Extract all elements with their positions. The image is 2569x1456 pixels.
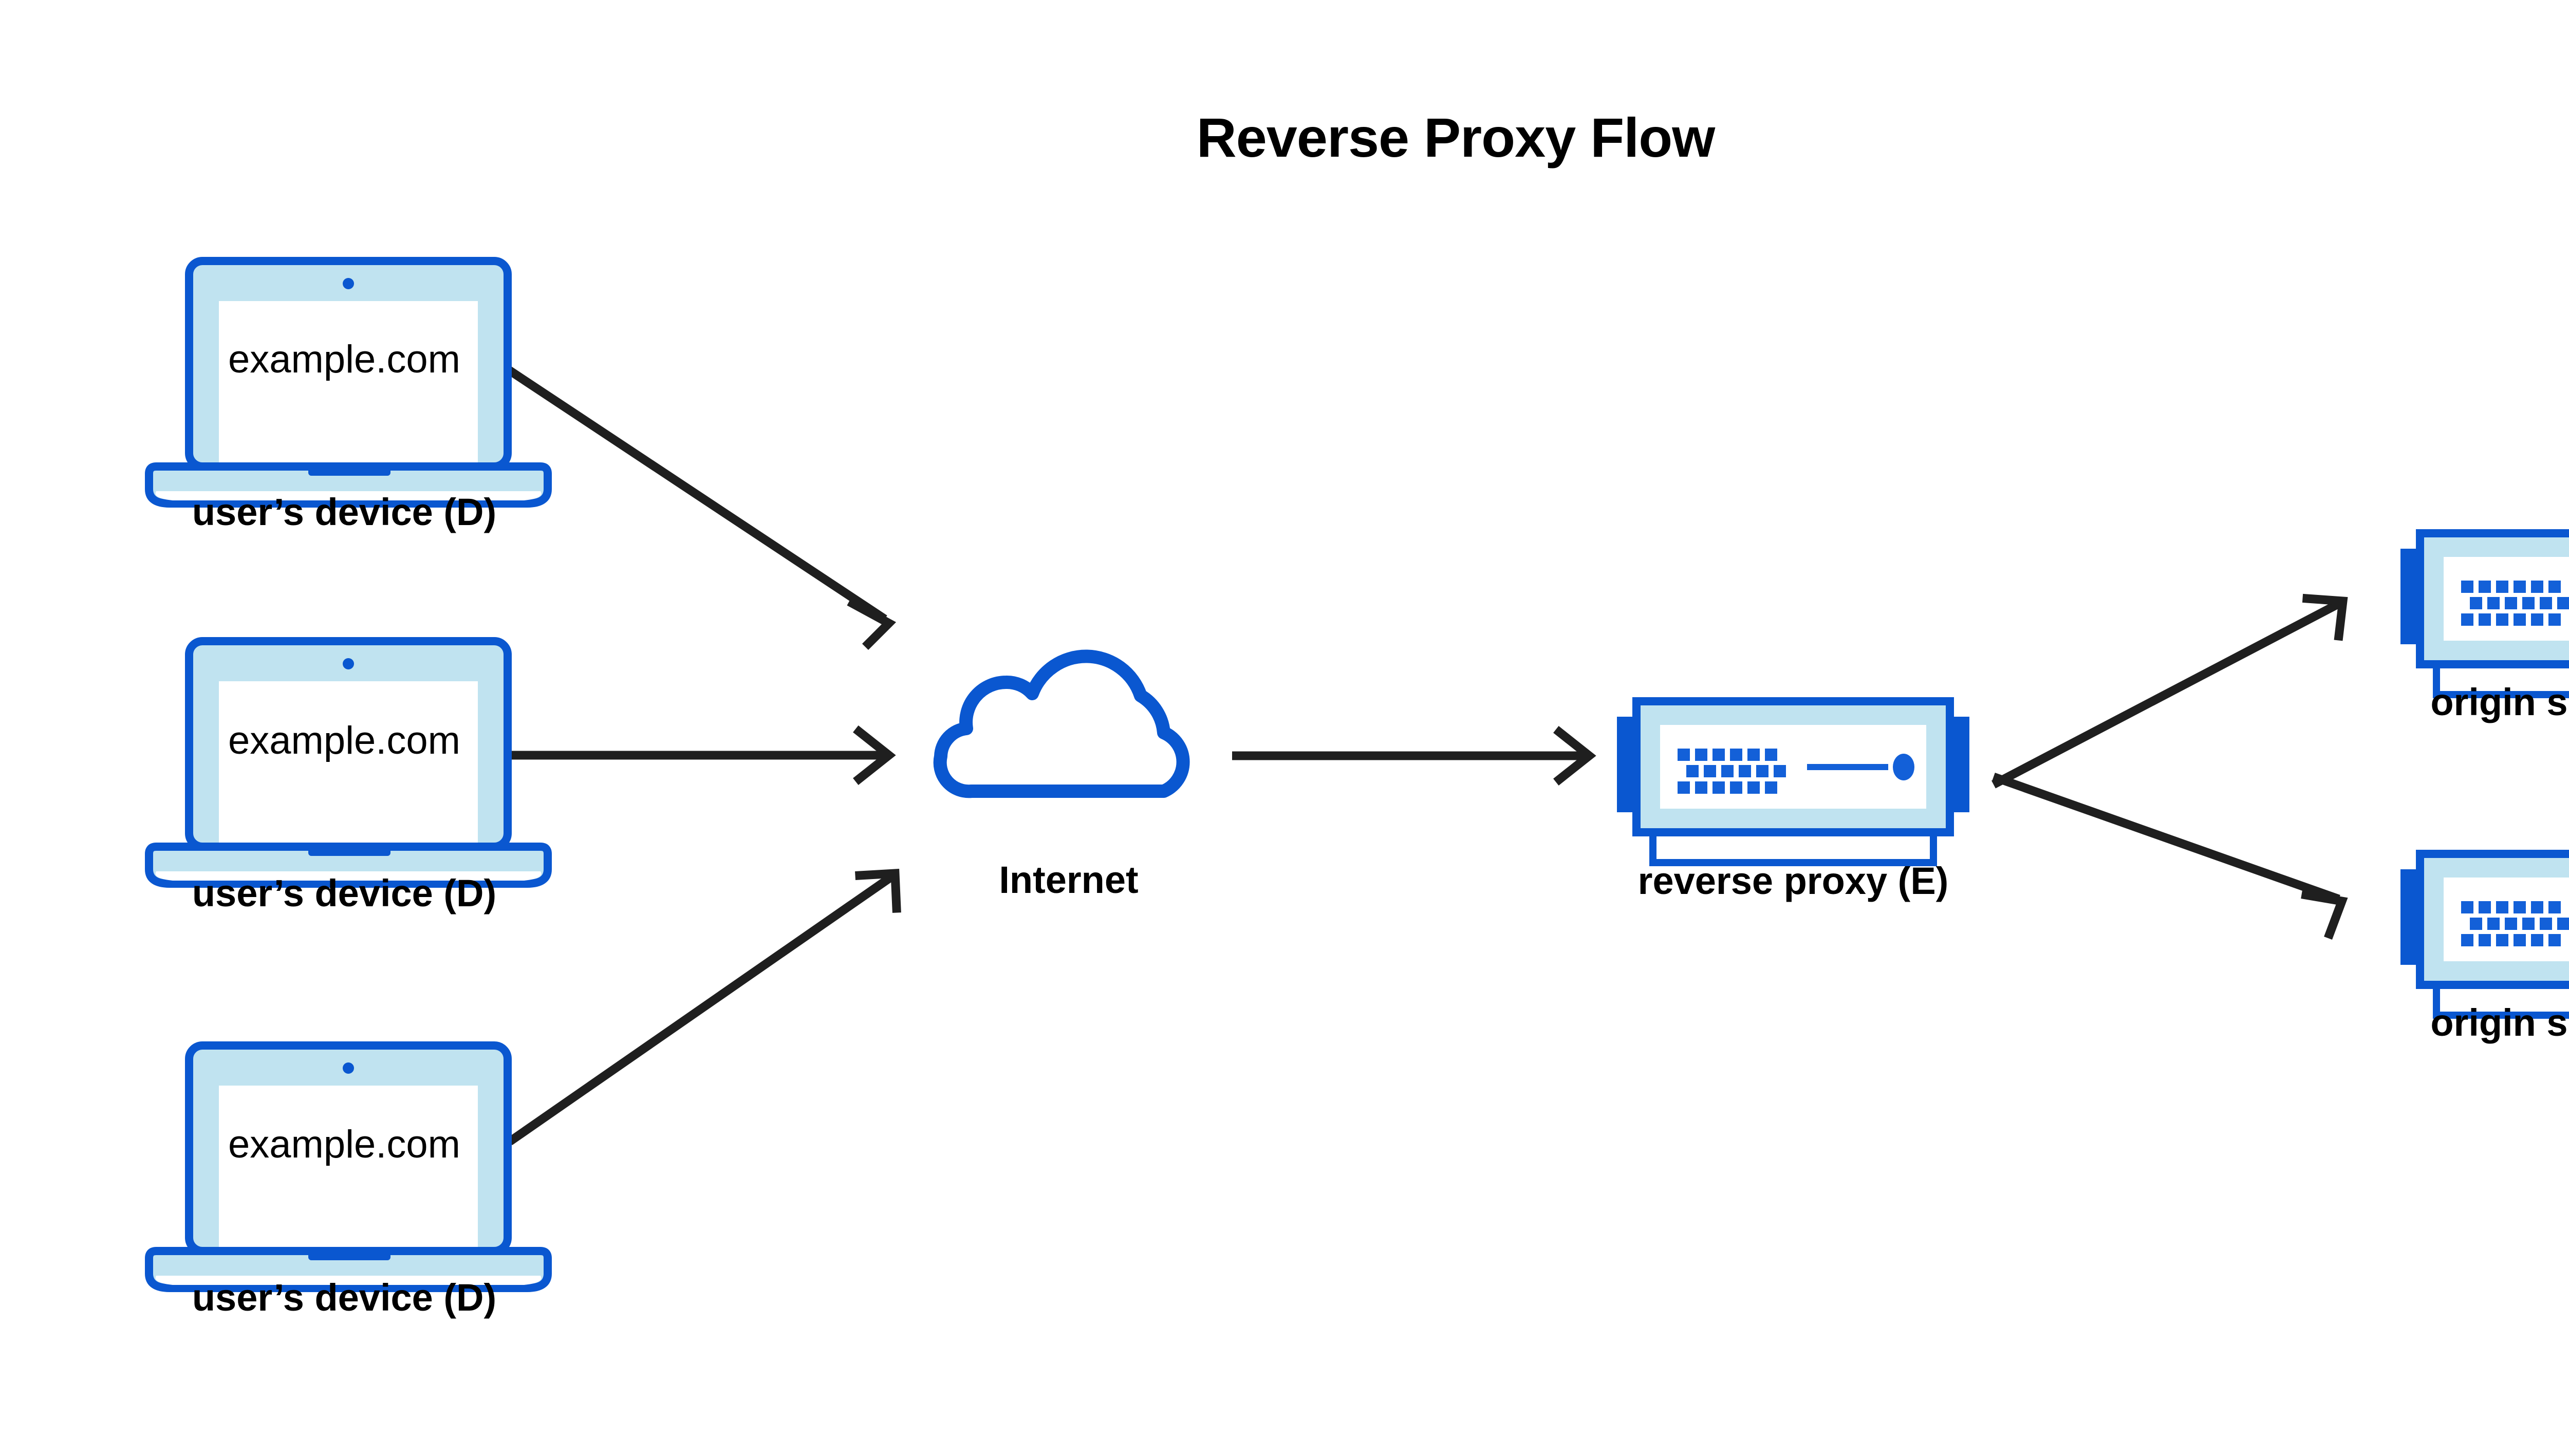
arrow-proxy-to-origin-bottom [1992, 772, 2348, 940]
arrow-client-bottom-to-internet [507, 869, 901, 1145]
origin-top-label: origin server (F) [2430, 681, 2569, 723]
server-icon [1617, 701, 1969, 863]
arrow-client-middle-to-internet [501, 725, 896, 785]
node-client-top[interactable]: example.com user’s device (D) [149, 261, 548, 533]
node-client-middle[interactable]: example.com user’s device (D) [149, 641, 548, 914]
arrow-layer [498, 361, 2348, 1145]
server-icon [2400, 533, 2569, 695]
internet-label: Internet [999, 858, 1138, 901]
page-title: Reverse Proxy Flow [1197, 106, 1716, 169]
node-origin-bottom[interactable]: origin server (F) [2400, 854, 2569, 1044]
laptop-icon [149, 261, 548, 503]
reverse-proxy-label: reverse proxy (E) [1638, 860, 1949, 902]
arrow-proxy-to-origin-top [1991, 593, 2348, 789]
node-internet[interactable]: Internet [940, 657, 1183, 901]
laptop-icon [149, 641, 548, 884]
client-top-label: user’s device (D) [192, 491, 496, 533]
laptop-icon [149, 1046, 548, 1288]
node-reverse-proxy[interactable]: reverse proxy (E) [1617, 701, 1969, 902]
arrow-client-top-to-internet [498, 361, 897, 650]
node-client-bottom[interactable]: example.com user’s device (D) [149, 1046, 548, 1319]
client-bottom-label: user’s device (D) [192, 1276, 496, 1319]
client-bottom-screen-text: example.com [228, 1123, 460, 1166]
node-origin-top[interactable]: origin server (F) [2400, 533, 2569, 723]
cloud-icon [940, 657, 1183, 792]
client-middle-label: user’s device (D) [192, 872, 496, 914]
arrow-internet-to-proxy [1232, 726, 1596, 786]
client-top-screen-text: example.com [228, 338, 460, 381]
client-middle-screen-text: example.com [228, 719, 460, 762]
server-icon [2400, 854, 2569, 1015]
origin-bottom-label: origin server (F) [2430, 1001, 2569, 1044]
